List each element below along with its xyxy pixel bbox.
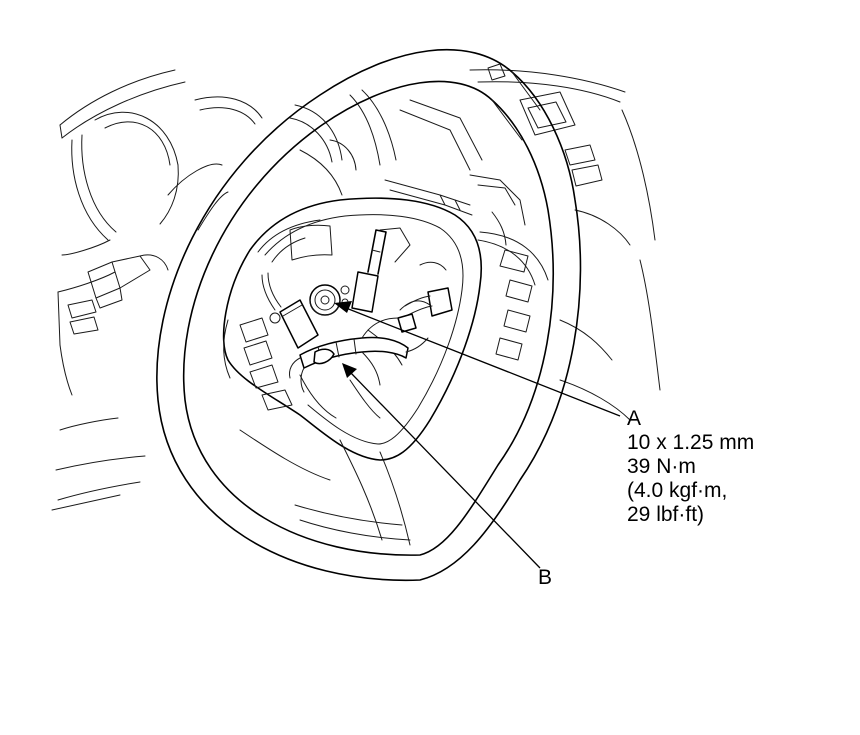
steering-wheel-rim	[156, 48, 582, 582]
callout-b: B	[538, 566, 552, 590]
steering-wheel-hub	[222, 197, 549, 546]
steering-wheel-bolt	[309, 284, 341, 316]
callout-a-torque-kgfm: (4.0 kgf·m,	[627, 479, 728, 502]
steering-column	[299, 89, 473, 216]
callout-a-bolt-size: 10 x 1.25 mm	[627, 431, 755, 454]
instrument-cluster	[71, 96, 357, 241]
callout-a: A 10 x 1.25 mm 39 N·m (4.0 kgf·m, 29 lbf…	[627, 407, 754, 527]
leader-line-b	[342, 363, 541, 569]
callout-a-torque-lbfft: 29 lbf·ft)	[627, 503, 705, 526]
callout-b-letter: B	[538, 566, 553, 589]
wire-harness	[261, 229, 453, 393]
callout-a-letter: A	[627, 407, 642, 430]
right-control-panel	[399, 63, 603, 226]
hub-internals	[271, 224, 447, 419]
dashboard-outline	[51, 69, 661, 511]
left-combination-switch	[67, 254, 169, 335]
callout-a-torque-nm: 39 N·m	[627, 455, 696, 478]
leader-line-a	[334, 301, 621, 417]
